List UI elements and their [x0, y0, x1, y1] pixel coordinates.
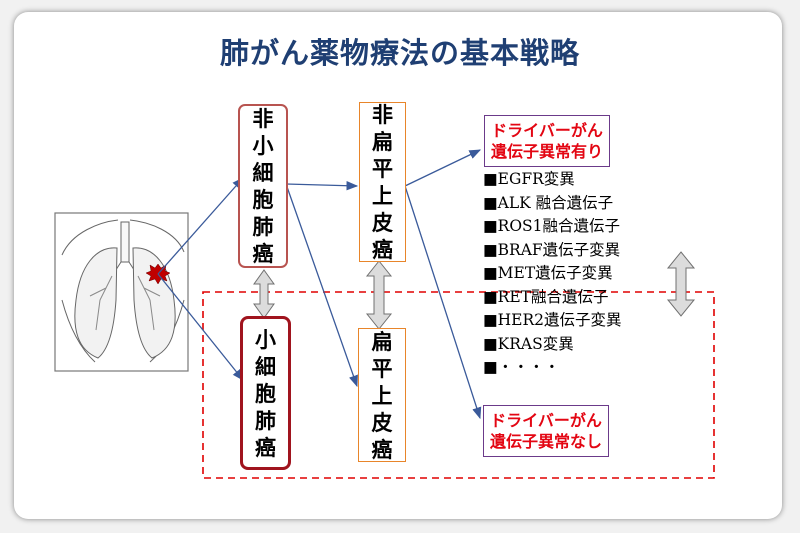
page-title: 肺がん薬物療法の基本戦略	[219, 36, 580, 70]
sclc-char: 細	[255, 353, 276, 379]
double-arrow-icon	[253, 251, 696, 330]
non-squamous-char: 上	[372, 183, 393, 208]
squamous-char: 扁	[371, 328, 393, 354]
sclc-box: 小細胞肺癌	[240, 316, 291, 470]
squamous-char: 平	[371, 355, 393, 381]
dashed-frame	[202, 291, 715, 479]
sclc-char: 癌	[255, 434, 276, 460]
sclc-char: 肺	[255, 407, 276, 433]
driver-negative-line-2: 遺伝子異常なし	[490, 432, 603, 451]
nsclc-char: 癌	[252, 241, 274, 266]
driver-negative-line-1: ドライバーがん	[490, 411, 602, 430]
gene-item: ■BRAF遺伝子変異	[483, 240, 621, 259]
gene-item: ■MET遺伝子変異	[483, 264, 613, 282]
squamous-box: 扁平上皮癌	[358, 328, 406, 462]
driver-positive-box: ドライバーがん 遺伝子異常有り	[484, 115, 611, 167]
gene-item: ■・・・・	[483, 358, 560, 376]
flow-arrows	[157, 149, 482, 420]
gene-item: ■HER2遺伝子変異	[483, 311, 622, 329]
gene-item: ■KRAS変異	[483, 334, 574, 353]
non-squamous-char: 平	[372, 156, 393, 181]
nsclc-box: 非小細胞肺癌	[238, 104, 288, 268]
nsclc-char: 小	[252, 133, 274, 158]
squamous-char: 皮	[371, 409, 393, 435]
gene-item: ■ROS1融合遺伝子	[483, 217, 621, 235]
lungs-illustration	[54, 212, 189, 372]
non-squamous-char: 非	[372, 102, 393, 127]
nsclc-char: 細	[252, 160, 274, 185]
gene-item: ■EGFR変異	[483, 170, 575, 188]
driver-positive-line-1: ドライバーがん	[491, 121, 603, 140]
nsclc-char: 胞	[252, 187, 274, 212]
non-squamous-char: 癌	[372, 237, 393, 262]
nsclc-char: 肺	[252, 214, 274, 239]
gene-list: ■EGFR変異 ■ALK 融合遺伝子 ■ROS1融合遺伝子 ■BRAF遺伝子変異 ■ME…	[483, 168, 622, 380]
gene-item: ■ALK 融合遺伝子	[483, 193, 614, 212]
sclc-char: 胞	[255, 380, 276, 406]
squamous-char: 上	[371, 382, 393, 408]
non-squamous-box: 非扁平上皮癌	[359, 102, 406, 262]
driver-positive-line-2: 遺伝子異常有り	[491, 142, 604, 161]
nsclc-char: 非	[252, 106, 274, 131]
non-squamous-char: 皮	[372, 210, 393, 235]
non-squamous-char: 扁	[372, 129, 393, 154]
squamous-char: 癌	[371, 436, 393, 462]
driver-negative-box: ドライバーがん 遺伝子異常なし	[483, 405, 610, 457]
sclc-char: 小	[255, 326, 276, 352]
gene-item: ■RET融合遺伝子	[483, 287, 609, 306]
